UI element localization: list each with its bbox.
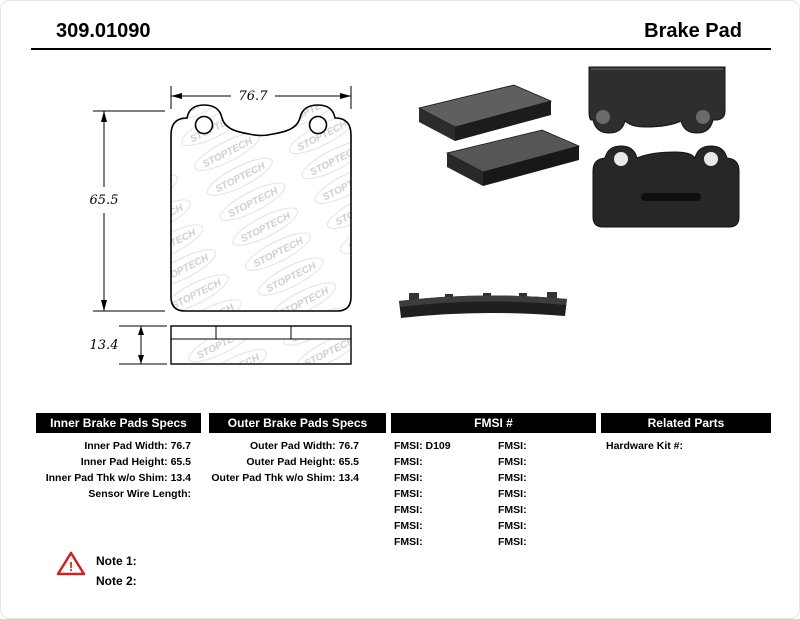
header-divider	[31, 48, 771, 50]
fmsi-label: FMSI:	[394, 456, 423, 468]
fmsi-label: FMSI:	[394, 536, 423, 548]
related-parts-header: Related Parts	[601, 413, 771, 433]
fmsi-label: FMSI:	[498, 520, 527, 532]
spec-value: 76.7	[170, 440, 191, 452]
photo-pad-edge-view	[399, 292, 567, 318]
spec-label: Outer Pad Width:	[249, 440, 336, 452]
photo-backplate-upper	[588, 66, 726, 134]
spec-value: 13.4	[170, 472, 191, 484]
spec-value: 65.5	[338, 456, 359, 468]
backplate-hole	[596, 110, 610, 124]
fmsi-label: FMSI:	[498, 472, 527, 484]
pad-front-view	[170, 104, 352, 312]
fmsi-label: FMSI:	[498, 456, 527, 468]
outer-specs-header: Outer Brake Pads Specs	[209, 413, 386, 433]
outer-specs-column: Outer Pad Width: 76.7 Outer Pad Height: …	[211, 438, 359, 486]
inner-specs-column: Inner Pad Width: 76.7 Inner Pad Height: …	[46, 438, 191, 502]
fmsi-row: FMSI: FMSI:	[394, 486, 527, 502]
photo-backplate-lower	[592, 145, 740, 228]
fmsi-row: FMSI: FMSI:	[394, 534, 527, 550]
fmsi-label: FMSI:	[498, 488, 527, 500]
fmsi-row: FMSI: FMSI:	[394, 470, 527, 486]
fmsi-label: FMSI:	[394, 472, 423, 484]
fmsi-label: FMSI:	[394, 488, 423, 500]
fmsi-header: FMSI #	[391, 413, 596, 433]
part-number: 309.01090	[56, 20, 151, 42]
spec-label: Sensor Wire Length:	[88, 488, 191, 500]
related-parts-column: Hardware Kit #:	[606, 438, 683, 454]
spec-row: Inner Pad Thk w/o Shim: 13.4	[46, 470, 191, 486]
warning-glyph: !	[69, 559, 73, 574]
height-dim-label: 65.5	[90, 193, 119, 208]
photo-pad-angled-front	[445, 129, 581, 186]
fmsi-row: FMSI: FMSI:	[394, 518, 527, 534]
product-name: Brake Pad	[644, 20, 742, 42]
note-1-label: Note 1:	[96, 554, 137, 568]
spec-value: 13.4	[338, 472, 359, 484]
spec-label: Inner Pad Width:	[84, 440, 168, 452]
backplate-hole	[614, 152, 628, 166]
warning-icon: !	[56, 551, 86, 576]
width-dimension: 76.7	[170, 86, 352, 109]
thickness-dim-label: 13.4	[90, 338, 119, 353]
spec-row: Hardware Kit #:	[606, 438, 683, 454]
spec-row: Sensor Wire Length:	[46, 486, 191, 502]
mount-hole-right	[308, 115, 328, 135]
mount-hole-left	[194, 115, 214, 135]
spec-label: Outer Pad Height:	[246, 456, 336, 468]
fmsi-value: D109	[425, 440, 451, 452]
backplate-slot	[641, 193, 701, 201]
width-dim-label: 76.7	[239, 89, 269, 104]
spec-row: Inner Pad Height: 65.5	[46, 454, 191, 470]
product-photos	[399, 66, 740, 318]
fmsi-label: FMSI:	[394, 440, 423, 452]
fmsi-label: FMSI:	[394, 504, 423, 516]
thickness-dimension: 13.4	[90, 325, 167, 365]
spec-row: Inner Pad Width: 76.7	[46, 438, 191, 454]
spec-label: Hardware Kit #:	[606, 440, 684, 452]
spec-value: 65.5	[170, 456, 191, 468]
backplate-hole	[696, 110, 710, 124]
spec-row: Outer Pad Height: 65.5	[211, 454, 359, 470]
backplate-hole	[704, 152, 718, 166]
height-dimension: 65.5	[90, 110, 165, 312]
spec-label: Outer Pad Thk w/o Shim:	[211, 472, 336, 484]
fmsi-label: FMSI:	[498, 504, 527, 516]
photo-pad-angled-rear	[417, 84, 553, 141]
pad-side-view	[170, 325, 352, 365]
fmsi-row: FMSI: FMSI:	[394, 454, 527, 470]
fmsi-label: FMSI:	[498, 536, 527, 548]
fmsi-row: FMSI: FMSI:	[394, 502, 527, 518]
note-2-label: Note 2:	[96, 574, 137, 588]
spec-value: 76.7	[338, 440, 359, 452]
fmsi-label: FMSI:	[394, 520, 423, 532]
spec-row: Outer Pad Thk w/o Shim: 13.4	[211, 470, 359, 486]
spec-label: Inner Pad Thk w/o Shim:	[45, 472, 168, 484]
spec-label: Inner Pad Height:	[80, 456, 168, 468]
spec-row: Outer Pad Width: 76.7	[211, 438, 359, 454]
fmsi-label: FMSI:	[498, 440, 527, 452]
inner-specs-header: Inner Brake Pads Specs	[36, 413, 201, 433]
